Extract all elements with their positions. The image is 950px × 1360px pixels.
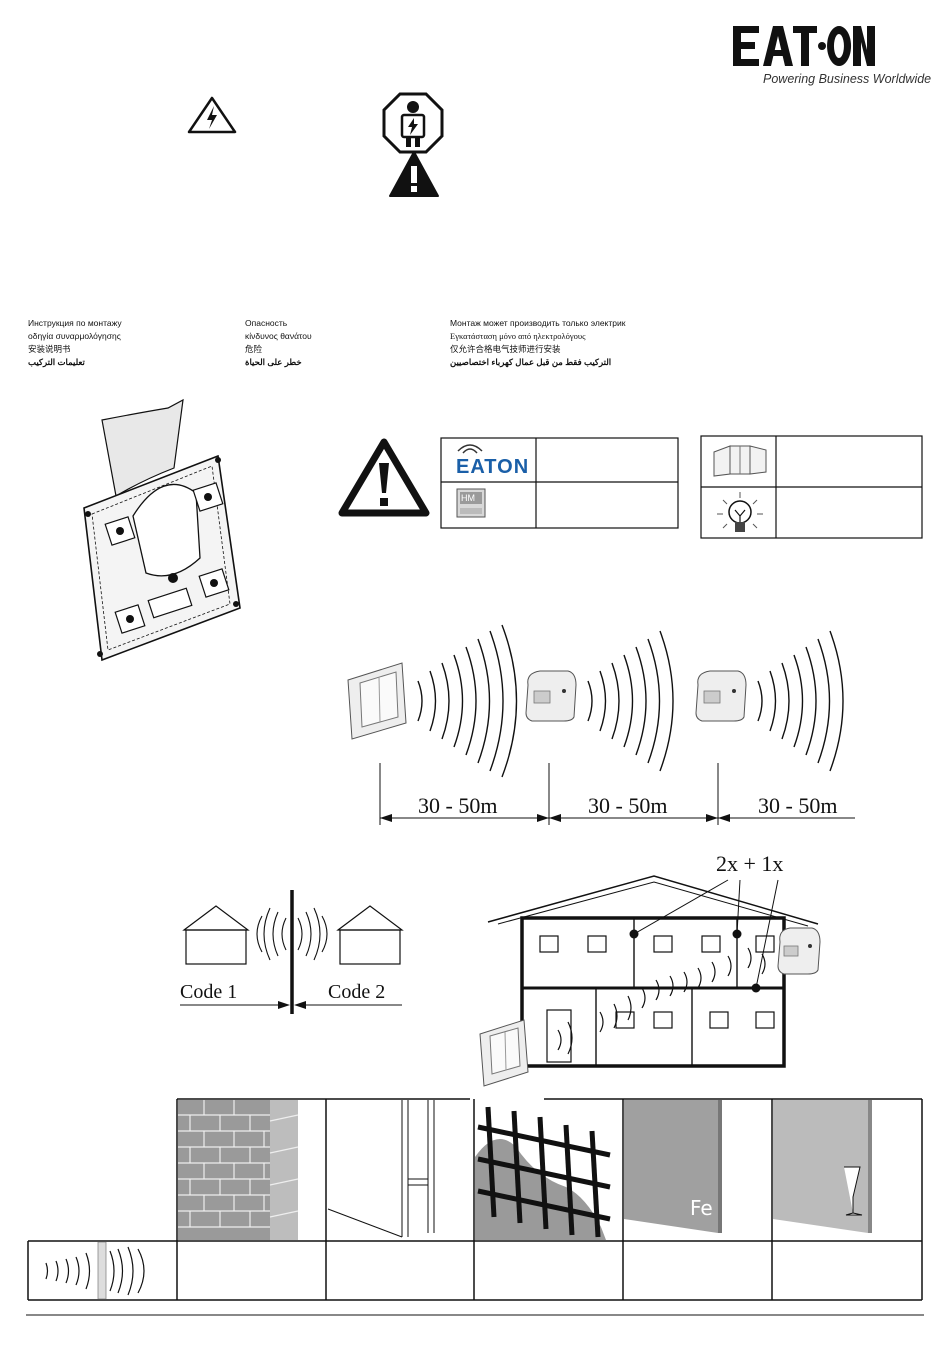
actuator-icon [695, 670, 747, 722]
code-2-label: Code 2 [328, 981, 386, 1003]
danger-line: خطر على الحياة [245, 357, 302, 367]
compatibility-table [440, 437, 679, 529]
mounting-plate-illustration [83, 398, 241, 662]
code-diagram [180, 890, 404, 1014]
electrician-line: Εγκατάσταση μόνο από ηλεκτρολόγους [450, 331, 586, 341]
actuator-icon [777, 927, 821, 975]
high-voltage-icon [187, 96, 237, 134]
material-table [26, 1098, 924, 1316]
homematic-label: HM [461, 493, 475, 503]
eaton-logo [733, 26, 875, 66]
danger-line: Опасность [245, 318, 288, 328]
danger-line: 危险 [245, 344, 263, 354]
reinforced-concrete-icon [475, 1106, 611, 1240]
warning-icon [389, 151, 439, 197]
code-1-label: Code 1 [180, 981, 238, 1003]
electrician-line: التركيب فقط من قبل عمال كهرباء اختصاصيين [450, 357, 612, 367]
electrician-line: Монтаж может производить только электрик [450, 318, 626, 328]
electrician-icon [382, 92, 444, 154]
eaton-small-logo: EATON [456, 456, 530, 478]
package-icon [713, 445, 767, 477]
radio-icon [457, 444, 483, 454]
instruction-line: تعليمات التركيب [28, 357, 85, 367]
instruction-column: Инструкция по монтажу οδηγία συναρμολόγη… [28, 317, 122, 369]
instruction-line: 安装说明书 [28, 344, 71, 354]
house-diagram [479, 875, 821, 1087]
electrician-column: Монтаж может производить только электрик… [450, 317, 625, 369]
actuator-icon [525, 670, 577, 722]
brick-wall-icon [178, 1100, 299, 1240]
wood-panel-icon [327, 1100, 435, 1238]
multiplier-label: 2x + 1x [716, 851, 784, 876]
range-diagram [347, 624, 855, 825]
metal-sheet-icon [624, 1100, 722, 1233]
glass-wall-icon [773, 1100, 872, 1233]
large-warning-icon [338, 438, 430, 517]
danger-column: Опасность κίνδυνος θανάτου 危险 خطر على ال… [245, 317, 312, 369]
package-table [700, 435, 923, 539]
instruction-line: οδηγία συναρμολόγησης [28, 331, 121, 341]
distance-label: 30 - 50m [588, 793, 668, 818]
distance-label: 30 - 50m [758, 793, 838, 818]
instruction-line: Инструкция по монтажу [28, 318, 122, 328]
light-bulb-icon [717, 492, 763, 532]
homematic-icon [456, 488, 486, 518]
electrician-line: 仅允许合格电气技师进行安装 [450, 344, 561, 354]
tagline: Powering Business Worldwide [763, 72, 932, 86]
wall-switch-icon [347, 662, 407, 740]
distance-label: 30 - 50m [418, 793, 498, 818]
wall-switch-icon [479, 1019, 529, 1087]
danger-line: κίνδυνος θανάτου [245, 331, 312, 341]
metal-fe-label: Fe [690, 1196, 713, 1220]
